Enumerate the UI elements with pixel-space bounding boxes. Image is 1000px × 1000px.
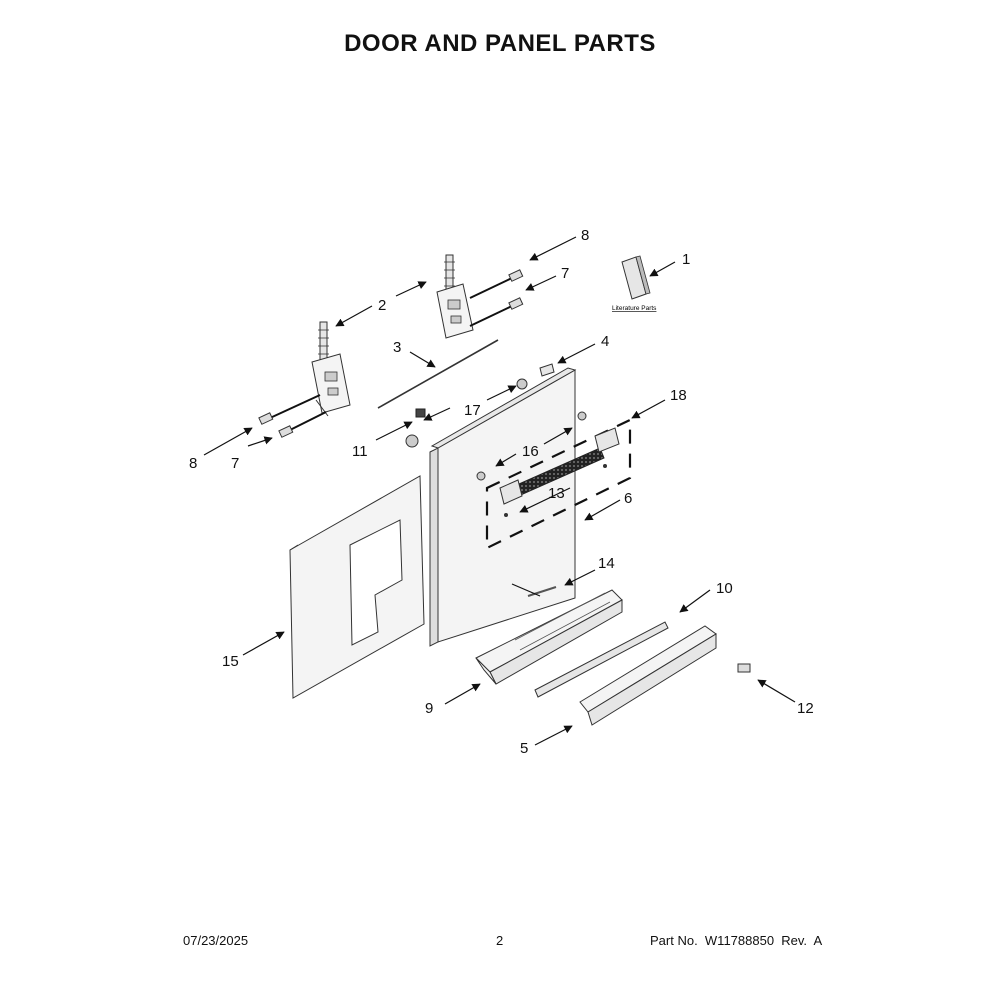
callout-1: 1 [682, 251, 690, 268]
door-handle [499, 427, 620, 517]
callout-12: 12 [797, 700, 814, 717]
callout-7-top: 7 [561, 265, 569, 282]
leader-lines [203, 236, 796, 746]
callout-13: 13 [548, 485, 565, 502]
callout-7-left: 7 [231, 455, 239, 472]
callout-9: 9 [425, 700, 433, 717]
bottom-trim [475, 589, 623, 685]
literature-parts: Literature Parts [612, 255, 657, 312]
callout-4: 4 [601, 333, 609, 350]
footer-date: 07/23/2025 [183, 933, 249, 948]
callout-8-top: 8 [581, 227, 589, 244]
callout-8-left: 8 [189, 455, 197, 472]
footer-page-number: 2 [496, 933, 504, 948]
hinge-screws [258, 269, 524, 438]
callout-5: 5 [520, 740, 528, 757]
small-clip [415, 408, 426, 418]
left-hinge [311, 321, 351, 417]
callout-15: 15 [222, 653, 239, 670]
callout-10: 10 [716, 580, 733, 597]
callout-6: 6 [624, 490, 632, 507]
trim-strip [534, 621, 669, 698]
callout-2: 2 [378, 297, 386, 314]
clip [539, 363, 555, 377]
inner-panel [289, 475, 425, 699]
rod [377, 339, 499, 409]
right-hinge [436, 254, 474, 339]
callout-3: 3 [393, 339, 401, 356]
literature-parts-label: Literature Parts [612, 305, 657, 312]
callouts: 1 2 3 4 5 6 7 7 8 8 9 10 11 12 13 14 15 … [189, 227, 814, 757]
handle-kit-outline [485, 418, 632, 550]
bottom-screw [737, 663, 751, 673]
callout-14: 14 [598, 555, 615, 572]
door-panel [405, 367, 577, 647]
callout-11: 11 [352, 443, 368, 460]
callout-18: 18 [670, 387, 687, 404]
callout-17: 17 [464, 402, 481, 419]
page-title: DOOR AND PANEL PARTS [344, 30, 656, 57]
footer-part-number: Part No. W11788850 Rev. A [650, 933, 823, 948]
callout-16: 16 [522, 443, 539, 460]
